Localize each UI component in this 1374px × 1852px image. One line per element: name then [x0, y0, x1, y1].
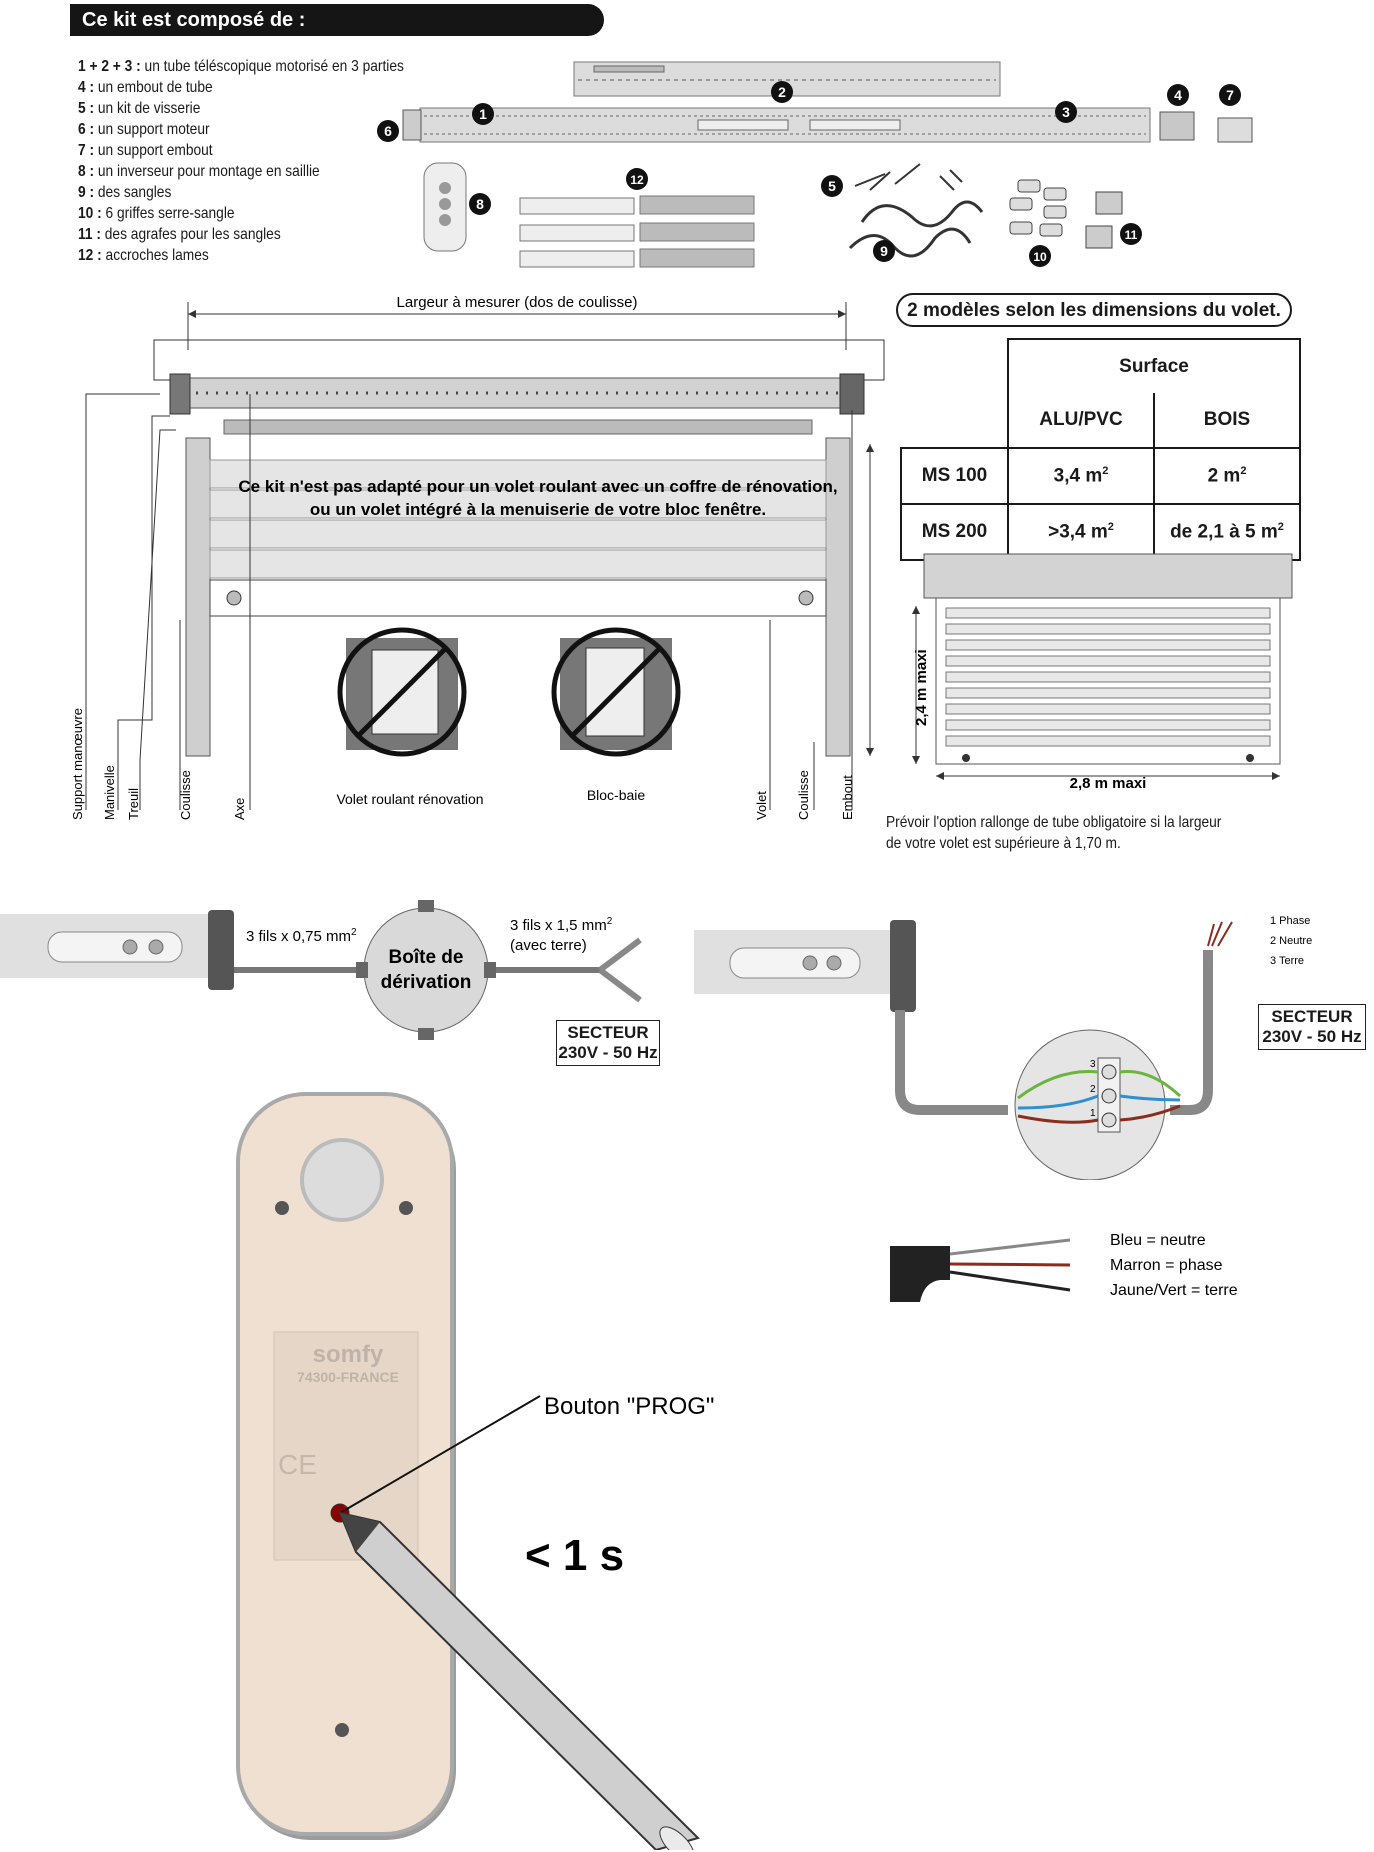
- col-alu-pvc: ALU/PVC: [1007, 393, 1155, 449]
- table-row: MS 200 >3,4 m2 de 2,1 à 5 m2: [900, 503, 1301, 561]
- table-row: MS 100 3,4 m2 2 m2: [900, 447, 1301, 505]
- alu-surface: 3,4 m2: [1007, 447, 1155, 505]
- part-marker-3: 3: [1062, 104, 1070, 120]
- press-time-label: < 1 s: [525, 1531, 624, 1580]
- list-item: 8 : un inverseur pour montage en saillie: [78, 163, 320, 180]
- part-marker-6: 6: [384, 123, 392, 139]
- label-treuil: Treuil: [126, 788, 141, 820]
- wire-color-legend: Bleu = neutre Marron = phase Jaune/Vert …: [890, 1232, 1238, 1302]
- legend-blue: Bleu = neutre: [1110, 1232, 1206, 1249]
- width-max-label: 2,8 m maxi: [1070, 775, 1147, 792]
- warning-line-2: ou un volet intégré à la menuiserie de v…: [310, 500, 766, 519]
- slat-hooks: [519, 195, 755, 268]
- list-item: 5 : un kit de visserie: [78, 100, 201, 117]
- col-bois: BOIS: [1153, 393, 1301, 449]
- straps: [848, 200, 984, 258]
- part-marker-1: 1: [479, 106, 487, 122]
- warning-line-1: Ce kit n'est pas adapté pour un volet ro…: [238, 477, 837, 496]
- mains-supply-box-left: SECTEUR 230V - 50 Hz: [556, 1020, 660, 1066]
- tube-extension-note: Prévoir l'option rallonge de tube obliga…: [886, 814, 1222, 852]
- forbidden-renovation-icon: [337, 627, 467, 757]
- wire-phase-label: 1 Phase: [1270, 915, 1310, 927]
- prog-button-label: Bouton "PROG": [544, 1393, 714, 1420]
- forbidden-label-renovation: Volet roulant rénovation: [336, 791, 483, 807]
- junction-box-label-2: dérivation: [381, 972, 472, 993]
- height-max-label: 2,4 m maxi: [913, 649, 930, 726]
- list-item: 4 : un embout de tube: [78, 79, 213, 96]
- screw-kit: [854, 163, 963, 191]
- kit-legend: 1 + 2 + 3 : un tube téléscopique motoris…: [78, 56, 457, 266]
- wire-out-label: 3 fils x 1,5 mm2: [510, 916, 613, 934]
- list-item: 1 + 2 + 3 : un tube téléscopique motoris…: [78, 58, 404, 75]
- legend-brown: Marron = phase: [1110, 1257, 1223, 1274]
- list-item: 10 : 6 griffes serre-sangle: [78, 205, 235, 222]
- width-label: Largeur à mesurer (dos de coulisse): [397, 294, 638, 311]
- bois-surface: de 2,1 à 5 m2: [1153, 503, 1301, 561]
- wiring-diagram-left: 3 fils x 0,75 mm2 3 fils x 1,5 mm2 (avec…: [0, 900, 642, 1040]
- forbidden-label-bloc-baie: Bloc-baie: [587, 787, 646, 803]
- label-axe: Axe: [232, 798, 247, 820]
- terminal-3: 3: [1090, 1059, 1096, 1070]
- part-marker-7: 7: [1226, 87, 1234, 103]
- label-manivelle: Manivelle: [102, 765, 117, 820]
- page-title: Ce kit est composé de :: [70, 4, 604, 36]
- model-name: MS 100: [900, 447, 1009, 505]
- motor-support: [402, 109, 422, 141]
- end-support: [1217, 117, 1253, 143]
- list-item: 9 : des sangles: [78, 184, 172, 201]
- surface-header: Surface: [1007, 338, 1301, 393]
- label-support-manoeuvre: Support manœuvre: [70, 708, 85, 820]
- label-volet: Volet: [754, 791, 769, 820]
- list-item: 6 : un support moteur: [78, 121, 210, 138]
- alu-surface: >3,4 m2: [1007, 503, 1155, 561]
- tube-end-cap: [1159, 111, 1195, 141]
- remote-origin: 74300-FRANCE: [297, 1369, 399, 1385]
- part-marker-12: 12: [630, 173, 644, 187]
- part-marker-5: 5: [828, 178, 836, 194]
- remote-prog-illustration: somfy 74300-FRANCE CE Bouton "PROG" < 1 …: [236, 1092, 714, 1850]
- remote-brand: somfy: [313, 1341, 384, 1368]
- installation-diagram: Largeur à mesurer (dos de coulisse) Ce k…: [70, 294, 885, 820]
- list-item: 12 : accroches lames: [78, 247, 209, 264]
- part-marker-11: 11: [1125, 228, 1138, 242]
- terminal-1: 1: [1090, 1108, 1096, 1119]
- strap-staples: [1085, 191, 1123, 249]
- part-marker-9: 9: [880, 243, 888, 259]
- wire-in-label: 3 fils x 0,75 mm2: [246, 927, 357, 945]
- shutter-dimensions-diagram: 2,4 m maxi 2,8 m maxi: [912, 553, 1293, 792]
- model-name: MS 200: [900, 503, 1009, 561]
- legend-green: Jaune/Vert = terre: [1110, 1282, 1238, 1299]
- tube-part-1-3: [419, 107, 1151, 143]
- part-marker-8: 8: [476, 196, 484, 212]
- label-embout: Embout: [840, 775, 855, 820]
- label-coulisse-left: Coulisse: [178, 770, 193, 820]
- strap-clamps: [1009, 179, 1067, 237]
- part-marker-2: 2: [778, 84, 786, 100]
- kit-parts-illustration: 1 2 3 4 5 6 7 8 9 10 11 12: [377, 61, 1253, 268]
- mains-supply-box-right: SECTEUR 230V - 50 Hz: [1258, 1004, 1366, 1050]
- wire-neutre-label: 2 Neutre: [1270, 935, 1312, 947]
- ce-mark: CE: [278, 1449, 317, 1480]
- bois-surface: 2 m2: [1153, 447, 1301, 505]
- wire-terre-label: 3 Terre: [1270, 955, 1304, 967]
- wiring-diagram-right: 3 2 1 1 Phase 2 Neutre 3 Terre: [694, 915, 1312, 1180]
- list-item: 11 : des agrafes pour les sangles: [78, 226, 281, 243]
- forbidden-bloc-baie-icon: [551, 627, 681, 757]
- models-title: 2 modèles selon les dimensions du volet.: [896, 293, 1292, 327]
- part-marker-10: 10: [1033, 250, 1047, 264]
- part-marker-4: 4: [1174, 87, 1182, 103]
- list-item: 7 : un support embout: [78, 142, 213, 159]
- models-table: Surface ALU/PVC BOIS MS 100 3,4 m2 2 m2 …: [900, 338, 1301, 561]
- junction-box-label-1: Boîte de: [389, 947, 464, 968]
- label-coulisse-right: Coulisse: [796, 770, 811, 820]
- terminal-2: 2: [1090, 1084, 1096, 1095]
- wire-out-sublabel: (avec terre): [510, 937, 587, 954]
